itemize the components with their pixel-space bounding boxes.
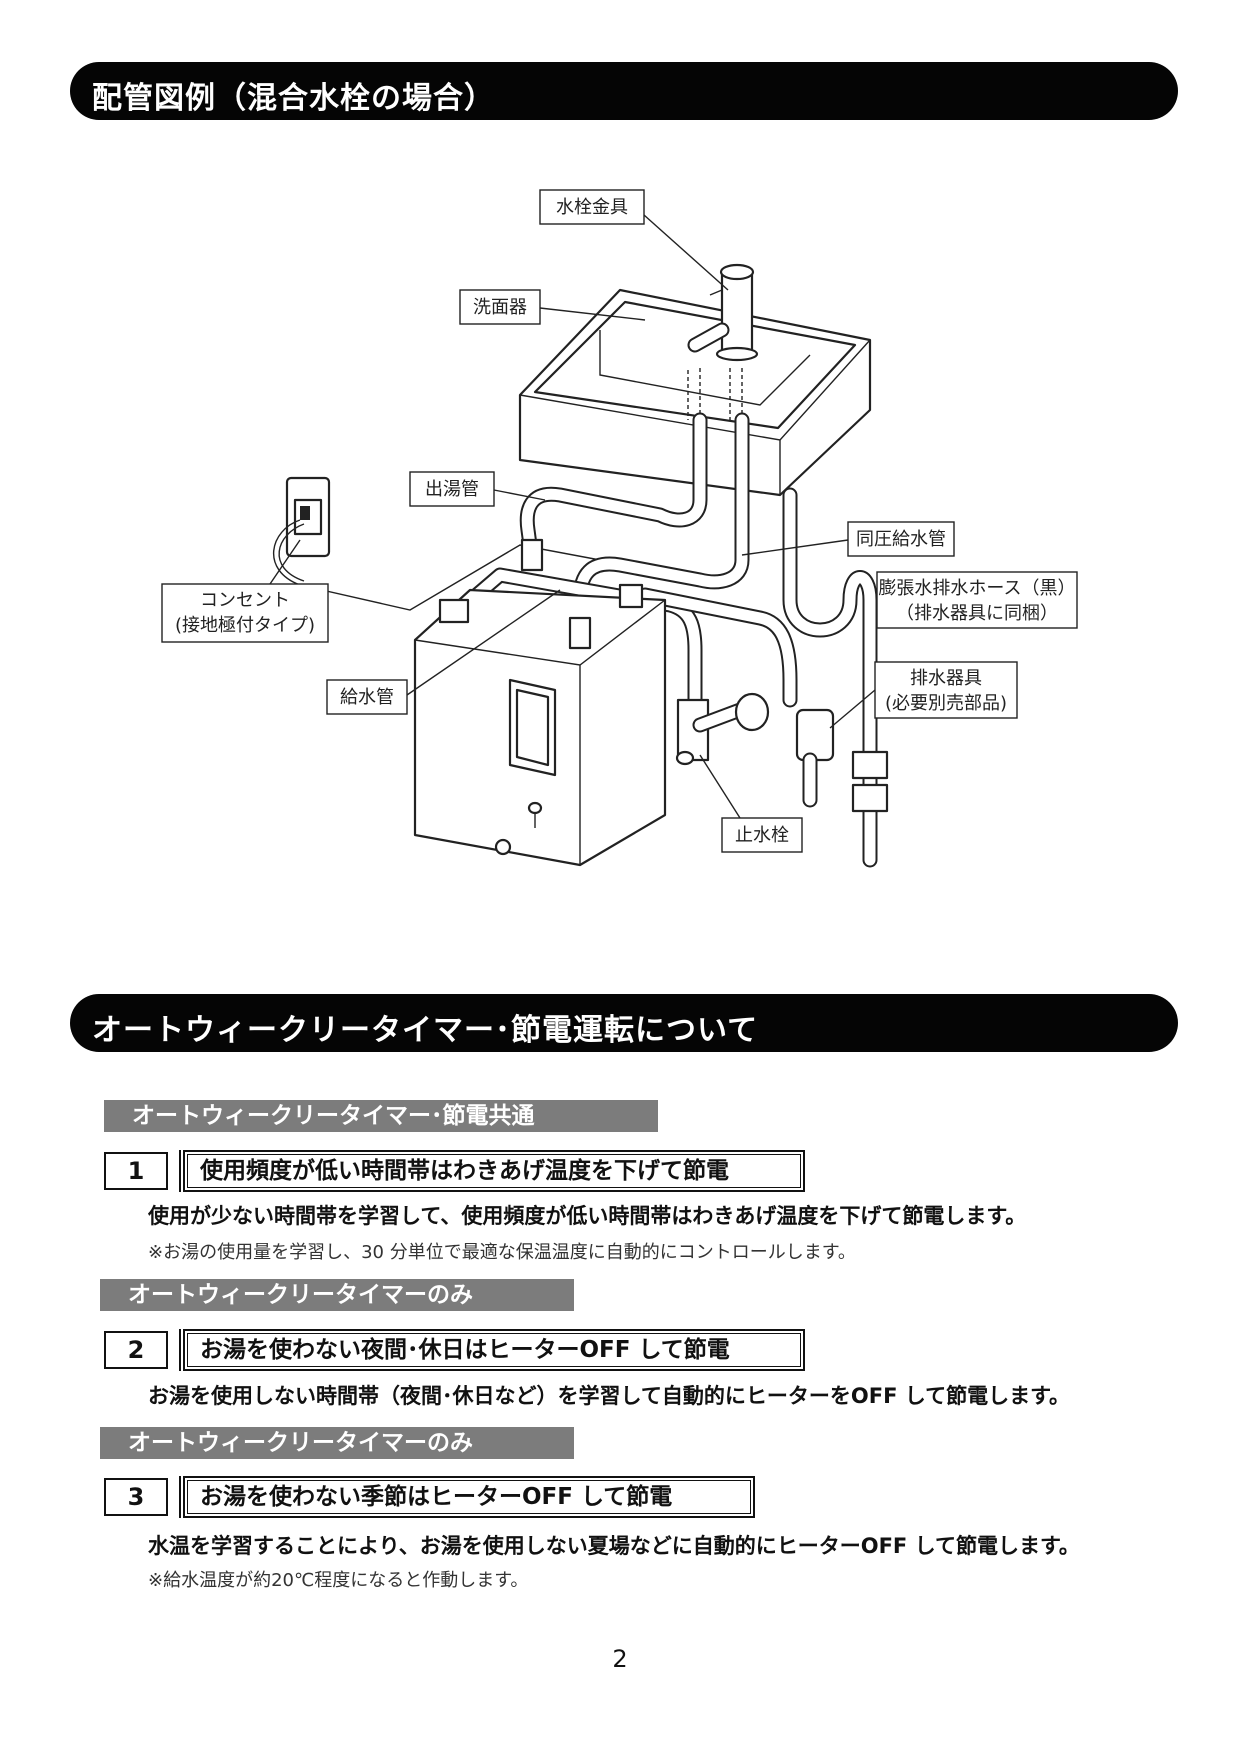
wall-outlet (285, 476, 331, 558)
label-drain-fitting: 排水器具 (必要別売部品) (829, 661, 1018, 729)
svg-text:(必要別売部品): (必要別売部品) (885, 693, 1007, 714)
item-description: 使用が少ない時間帯を学習して、使用頻度が低い時間帯はわきあげ温度を下げて節電しま… (148, 1204, 1027, 1228)
svg-text:コンセント: コンセント (200, 590, 290, 611)
item-heading: 使用頻度が低い時間帯はわきあげ温度を下げて節電 (187, 1154, 801, 1188)
category-tag: オートウィークリータイマーのみ (100, 1427, 574, 1459)
svg-text:排水器具: 排水器具 (910, 668, 982, 689)
section-header-timer: オートウィークリータイマー･節電運転について (70, 994, 1178, 1052)
label-supply-pipe: 給水管 (326, 589, 561, 715)
item-number: 1 (104, 1152, 168, 1190)
water-heater (413, 538, 667, 867)
item-heading: お湯を使わない夜間･休日はヒーターOFF して節電 (187, 1333, 801, 1367)
item-heading-box: お湯を使わない季節はヒーターOFF して節電 (179, 1476, 755, 1518)
svg-text:止水栓: 止水栓 (735, 825, 789, 846)
item-note: ※お湯の使用量を学習し、30 分単位で最適な保温温度に自動的にコントロールします… (148, 1242, 856, 1263)
drain-fitting (795, 708, 889, 813)
label-basin: 洗面器 (459, 289, 646, 325)
svg-text:（排水器具に同梱）: （排水器具に同梱） (896, 603, 1058, 624)
faucet (687, 263, 759, 362)
label-outlet: コンセント (接地極付タイプ) (161, 539, 329, 643)
label-same-pressure: 同圧給水管 (741, 521, 955, 557)
item-description: 水温を学習することにより、お湯を使用しない夏場などに自動的にヒーターOFF して… (148, 1534, 1080, 1558)
label-faucet: 水栓金具 (539, 189, 729, 291)
page-number: 2 (612, 1645, 628, 1673)
item-heading: お湯を使わない季節はヒーターOFF して節電 (187, 1480, 751, 1514)
item-description: お湯を使用しない時間帯（夜間･休日など）を学習して自動的にヒーターをOFF して… (148, 1384, 1070, 1408)
svg-text:同圧給水管: 同圧給水管 (856, 529, 946, 550)
item-number: 3 (104, 1478, 168, 1516)
category-tag: オートウィークリータイマーのみ (100, 1279, 574, 1311)
category-tag: オートウィークリータイマー･節電共通 (104, 1100, 658, 1132)
section-title: 配管図例（混合水栓の場合） (92, 81, 495, 116)
drain-trap (782, 487, 878, 868)
label-hot-pipe: 出湯管 (409, 471, 546, 507)
label-expansion-hose: 膨張水排水ホース（黒） （排水器具に同梱） (876, 571, 1078, 629)
stop-valve (675, 692, 770, 766)
svg-text:給水管: 給水管 (340, 687, 394, 708)
svg-text:(接地極付タイプ): (接地極付タイプ) (175, 615, 315, 636)
label-stop-valve: 止水栓 (699, 754, 803, 853)
item-number: 2 (104, 1331, 168, 1369)
svg-text:膨張水排水ホース（黒）: 膨張水排水ホース（黒） (878, 578, 1075, 599)
wash-basin (518, 288, 872, 497)
svg-text:洗面器: 洗面器 (473, 297, 527, 318)
item-note: ※給水温度が約20℃程度になると作動します。 (148, 1570, 529, 1591)
item-heading-box: お湯を使わない夜間･休日はヒーターOFF して節電 (179, 1329, 805, 1371)
svg-text:出湯管: 出湯管 (425, 479, 479, 500)
svg-text:水栓金具: 水栓金具 (556, 197, 628, 218)
item-heading-box: 使用頻度が低い時間帯はわきあげ温度を下げて節電 (179, 1150, 805, 1192)
section-title: オートウィークリータイマー･節電運転について (92, 1013, 759, 1048)
section-header-piping: 配管図例（混合水栓の場合） (70, 62, 1178, 120)
piping-diagram: 水栓金具 洗面器 出湯管 同圧給水管 コンセント (接地極付タイプ) 膨張水排水… (161, 189, 1078, 868)
